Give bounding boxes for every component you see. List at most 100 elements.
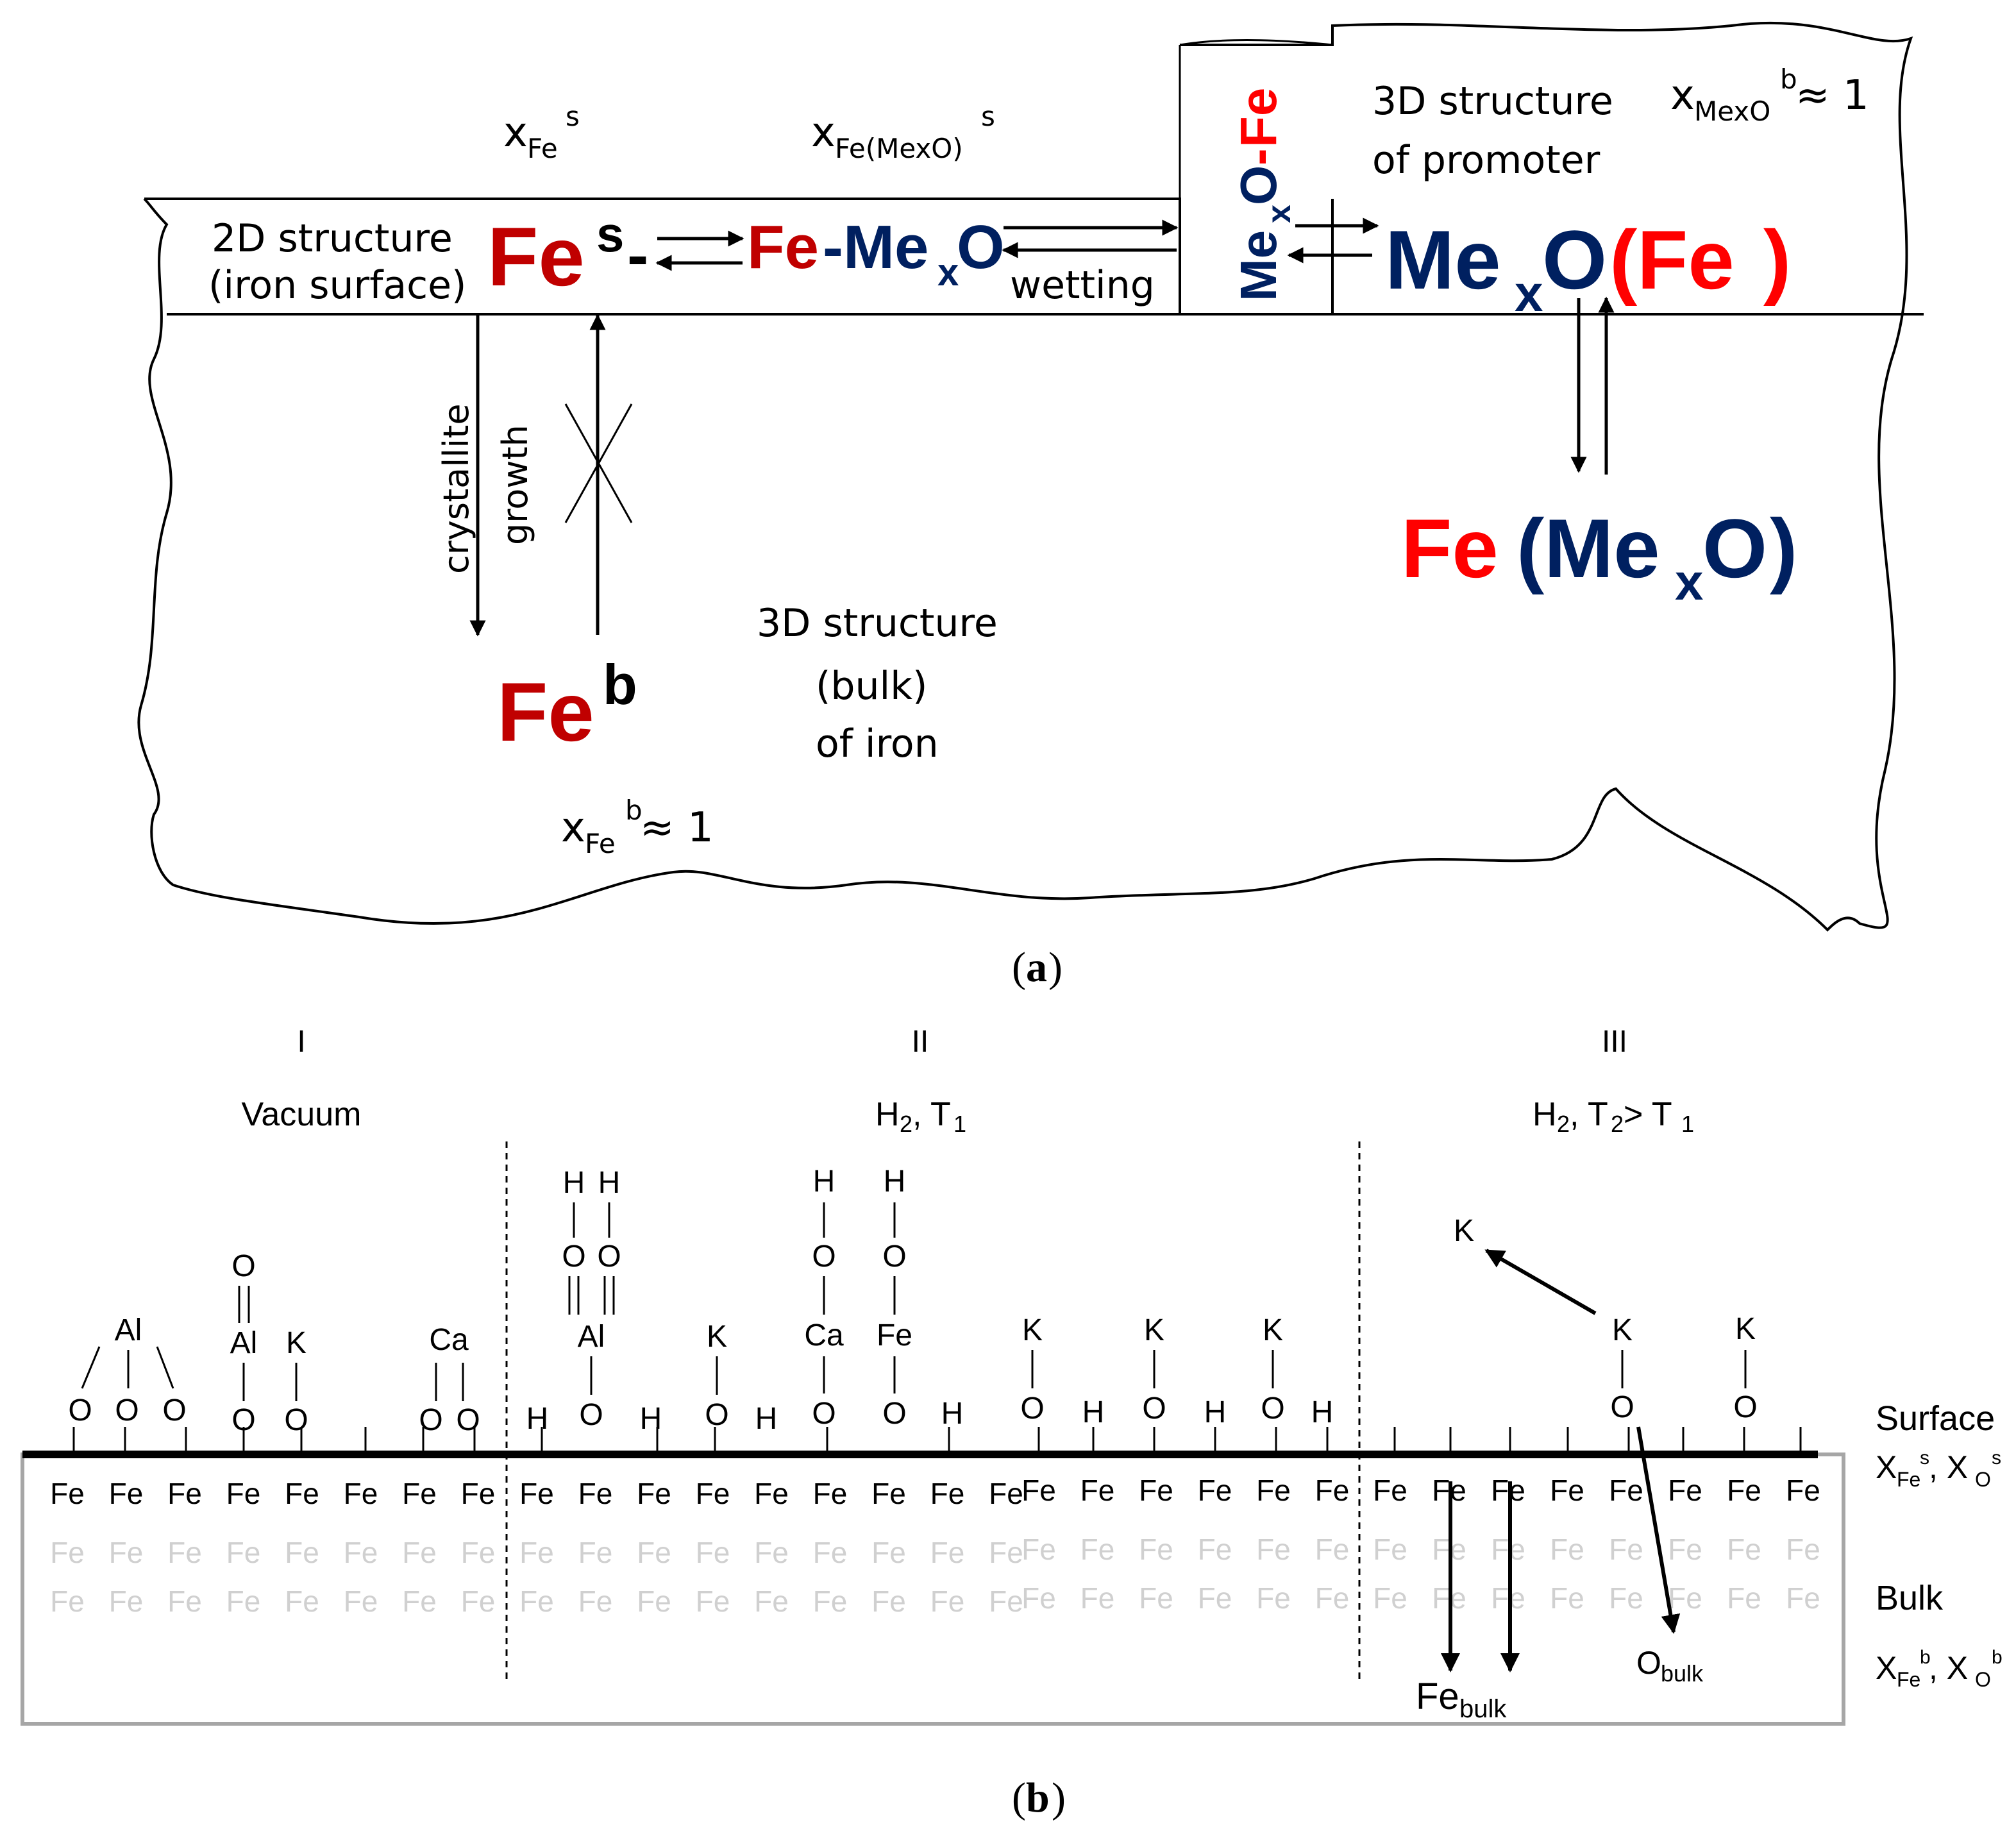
bulk-fe-atom: Fe bbox=[1786, 1533, 1820, 1566]
bulk-fe-atom: Fe bbox=[578, 1585, 613, 1618]
oxygen-atom: O bbox=[882, 1240, 906, 1274]
svg-text:H: H bbox=[1533, 1096, 1557, 1133]
svg-text:≈ 1: ≈ 1 bbox=[1795, 72, 1869, 119]
bond bbox=[156, 1346, 174, 1389]
oxygen-atom: O bbox=[1142, 1392, 1166, 1426]
svg-text:Me: Me bbox=[1544, 501, 1660, 595]
stage-2-condition: H 2 , T 1 bbox=[875, 1096, 966, 1137]
svg-text:Me: Me bbox=[1230, 230, 1287, 301]
bulk-fe-atom: Fe bbox=[461, 1585, 496, 1618]
bulk-fe-atom: Fe bbox=[1021, 1533, 1056, 1566]
surface-fe-atom: Fe bbox=[519, 1477, 554, 1510]
stage-2-numeral: II bbox=[912, 1025, 929, 1059]
bulk-fe-atom: Fe bbox=[1021, 1581, 1056, 1615]
mexo-fe-product: Me x O ( Fe ) bbox=[1385, 213, 1791, 322]
svg-text:2: 2 bbox=[900, 1111, 912, 1137]
o-bulk-label: O bulk bbox=[1636, 1645, 1704, 1687]
svg-text:Fe: Fe bbox=[1897, 1668, 1920, 1691]
bulk-fe-atom: Fe bbox=[1668, 1581, 1702, 1615]
bulk-label: Bulk bbox=[1876, 1579, 1944, 1617]
svg-text:b: b bbox=[1026, 1774, 1050, 1821]
bulk-outline bbox=[137, 21, 1913, 932]
oxygen-atom: O bbox=[1610, 1390, 1634, 1424]
potassium-atom: K bbox=[1144, 1313, 1164, 1347]
bulk-fe-atom: Fe bbox=[989, 1585, 1023, 1618]
bulk-fe-atom: Fe bbox=[226, 1536, 261, 1569]
surface-fe-atom: Fe bbox=[1373, 1474, 1407, 1507]
oxygen-atom: O bbox=[882, 1397, 906, 1431]
hydrogen-atom: H bbox=[526, 1402, 549, 1436]
svg-text:x: x bbox=[1261, 205, 1298, 223]
svg-text:a: a bbox=[1026, 944, 1047, 991]
svg-text:(: ( bbox=[1609, 213, 1638, 307]
svg-text:x: x bbox=[811, 109, 836, 156]
hydrogen-atom: H bbox=[813, 1165, 836, 1199]
surface-structure-label-1: 2D structure bbox=[212, 216, 453, 261]
svg-text:1: 1 bbox=[1681, 1111, 1694, 1137]
x-mexo-b-label: x MexO b ≈ 1 bbox=[1670, 63, 1869, 127]
surface-fe-atom: Fe bbox=[461, 1477, 496, 1510]
bulk-fe-atom: Fe bbox=[1315, 1533, 1350, 1566]
bulk-fe-atom: Fe bbox=[813, 1585, 848, 1618]
surface-fe-atom: Fe bbox=[1786, 1474, 1820, 1507]
surface-fe-atom: Fe bbox=[50, 1477, 85, 1510]
svg-text:x: x bbox=[1675, 553, 1704, 610]
svg-text:H: H bbox=[875, 1096, 900, 1133]
surface-fe-atom: Fe bbox=[930, 1477, 965, 1510]
potassium-atom: K bbox=[286, 1326, 307, 1360]
bulk-fe-atom: Fe bbox=[813, 1536, 848, 1569]
bulk-structure-label-3: of iron bbox=[816, 721, 939, 766]
bulk-fe-atom: Fe bbox=[1198, 1581, 1232, 1615]
bulk-fe-atom: Fe bbox=[754, 1536, 789, 1569]
hydrogen-atom: H bbox=[1082, 1395, 1105, 1429]
surface-fractions-label: X Fe s , X O s bbox=[1876, 1447, 2001, 1491]
surface-fe-atom: Fe bbox=[109, 1477, 144, 1510]
hydrogen-atom: H bbox=[1311, 1395, 1334, 1429]
svg-text:X: X bbox=[1876, 1650, 1897, 1686]
bulk-fe-atom: Fe bbox=[285, 1585, 319, 1618]
svg-text:O: O bbox=[957, 213, 1005, 282]
potassium-atom: K bbox=[1454, 1214, 1474, 1248]
panel-a: 2D structure (iron surface) x Fe s x Fe(… bbox=[137, 21, 1924, 991]
bulk-fe-atom: Fe bbox=[1609, 1533, 1643, 1566]
svg-text:-: - bbox=[627, 219, 648, 291]
svg-text:Me: Me bbox=[1385, 213, 1501, 307]
bulk-fe-atom: Fe bbox=[344, 1536, 378, 1569]
svg-text:x: x bbox=[503, 109, 528, 156]
svg-text:s: s bbox=[981, 101, 995, 132]
o-bulk-arrow bbox=[1636, 1426, 1681, 1634]
oxygen-atom: O bbox=[115, 1393, 139, 1427]
bulk-fe-atom: Fe bbox=[1373, 1533, 1407, 1566]
surface-fe-atom: Fe bbox=[1139, 1474, 1173, 1507]
k-desorption-arrow bbox=[1484, 1249, 1597, 1315]
svg-text:(: ( bbox=[1516, 501, 1545, 595]
hydrogen-atom: H bbox=[563, 1166, 585, 1200]
calcium-atom: Ca bbox=[804, 1318, 844, 1352]
oxygen-atom: O bbox=[419, 1403, 442, 1437]
bulk-fe-atom: Fe bbox=[930, 1536, 965, 1569]
oxygen-atom: O bbox=[597, 1240, 621, 1274]
growth-label: growth bbox=[495, 425, 535, 545]
bulk-fe-atom: Fe bbox=[344, 1585, 378, 1618]
svg-text:b: b bbox=[1920, 1647, 1931, 1668]
potassium-atom: K bbox=[1263, 1313, 1283, 1347]
bulk-fe-atom: Fe bbox=[1550, 1533, 1584, 1566]
svg-text:Fe: Fe bbox=[1416, 1676, 1459, 1717]
hydrogen-atom: H bbox=[1204, 1395, 1227, 1429]
fe-mexo-bulk-species: Fe ( Me x O ) bbox=[1401, 501, 1797, 610]
bulk-fe-atom: Fe bbox=[1373, 1581, 1407, 1615]
svg-text:-: - bbox=[823, 213, 843, 282]
potassium-atom: K bbox=[1612, 1313, 1633, 1347]
bulk-fe-atom: Fe bbox=[285, 1536, 319, 1569]
surface-fe-atom: Fe bbox=[637, 1477, 671, 1510]
svg-text:> T: > T bbox=[1624, 1096, 1672, 1133]
oxygen-atom: O bbox=[162, 1393, 186, 1427]
bulk-fe-atom: Fe bbox=[167, 1585, 202, 1618]
bulk-fe-atom: Fe bbox=[402, 1536, 437, 1569]
svg-text:(: ( bbox=[1012, 1774, 1026, 1821]
bulk-fe-atom: Fe bbox=[50, 1536, 85, 1569]
aluminium-atom: Al bbox=[115, 1313, 142, 1347]
promoter-structure-label-1: 3D structure bbox=[1372, 79, 1613, 124]
